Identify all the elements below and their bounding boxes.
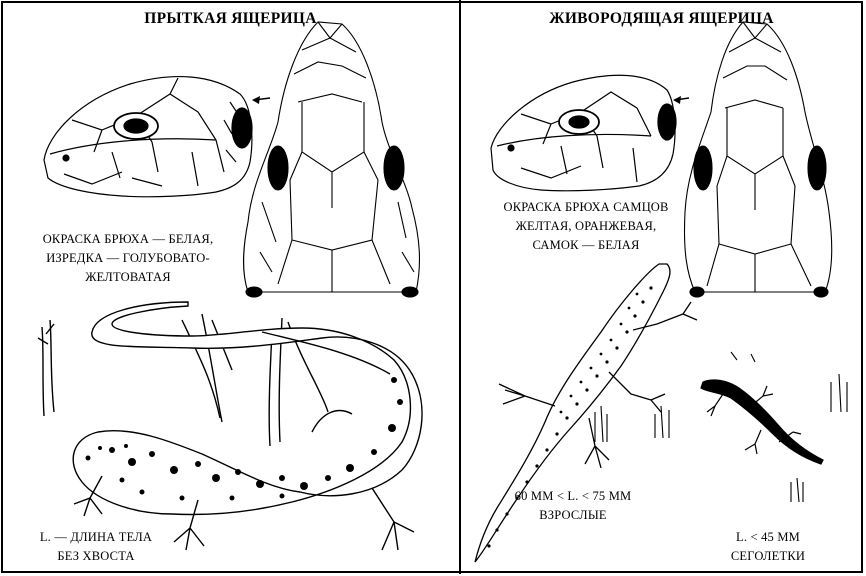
belly-color-label: ОКРАСКА БРЮХА САМЦОВ ЖЕЛТАЯ, ОРАНЖЕВАЯ, … bbox=[467, 198, 705, 255]
ear-arrow bbox=[252, 96, 270, 104]
belly-color-line-2: ИЗРЕДКА — ГОЛУБОВАТО- bbox=[8, 249, 248, 268]
juvenile-size-label: L. < 45 ММ СЕГОЛЕТКИ bbox=[693, 528, 843, 566]
juvenile-size-line-1: L. < 45 ММ bbox=[693, 528, 843, 547]
belly-color-line-3: САМОК — БЕЛАЯ bbox=[467, 236, 705, 255]
belly-color-label: ОКРАСКА БРЮХА — БЕЛАЯ, ИЗРЕДКА — ГОЛУБОВ… bbox=[8, 230, 248, 287]
body-length-line-1: L. — ДЛИНА ТЕЛА bbox=[16, 528, 176, 547]
adult-size-line-1: 60 ММ < L. < 75 ММ bbox=[483, 487, 663, 506]
side-head-drawing bbox=[44, 77, 252, 197]
side-head-drawing bbox=[491, 75, 676, 191]
top-head-drawing bbox=[684, 22, 831, 297]
body-length-line-2: БЕЗ ХВОСТА bbox=[16, 547, 176, 566]
juvenile-size-line-2: СЕГОЛЕТКИ bbox=[693, 547, 843, 566]
belly-color-line-2: ЖЕЛТАЯ, ОРАНЖЕВАЯ, bbox=[467, 217, 705, 236]
sand-lizard-illustrations bbox=[2, 2, 459, 574]
top-head-drawing bbox=[244, 22, 420, 297]
juvenile-viviparous-lizard bbox=[701, 380, 823, 464]
grass-tufts bbox=[595, 352, 847, 502]
ear-arrow bbox=[673, 96, 689, 104]
adult-size-line-2: ВЗРОСЛЫЕ bbox=[483, 506, 663, 525]
adult-size-label: 60 ММ < L. < 75 ММ ВЗРОСЛЫЕ bbox=[483, 487, 663, 525]
panel-sand-lizard: ПРЫТКАЯ ЯЩЕРИЦА bbox=[2, 2, 459, 574]
belly-color-line-1: ОКРАСКА БРЮХА — БЕЛАЯ, bbox=[8, 230, 248, 249]
belly-color-line-3: ЖЕЛТОВАТАЯ bbox=[8, 268, 248, 287]
belly-color-line-1: ОКРАСКА БРЮХА САМЦОВ bbox=[467, 198, 705, 217]
sand-lizard-body bbox=[73, 302, 422, 550]
body-length-label: L. — ДЛИНА ТЕЛА БЕЗ ХВОСТА bbox=[16, 528, 176, 566]
panel-viviparous-lizard: ЖИВОРОДЯЩАЯ ЯЩЕРИЦА bbox=[461, 2, 862, 574]
